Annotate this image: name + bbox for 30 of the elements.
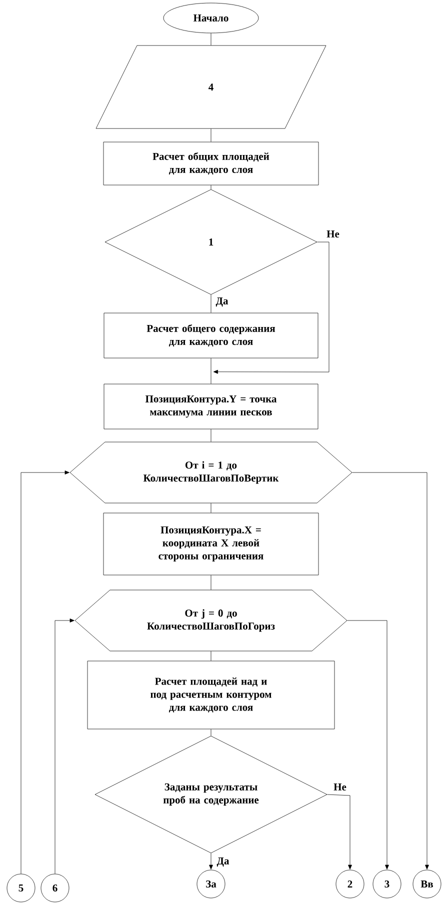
arrow <box>20 470 70 874</box>
connector-line <box>210 651 212 661</box>
arrow <box>352 472 429 870</box>
edge-label: Да <box>216 856 230 868</box>
connector-line <box>210 429 212 442</box>
process-box: Расчет площадей над и под расчетным контуром для каждого слоя <box>87 660 335 730</box>
process-box: ПозицияКонтура.Y = точка максимума линии песков <box>104 384 318 430</box>
arrow <box>327 794 352 870</box>
edge-label: Не <box>332 782 348 792</box>
loop-hexagon: От j = 0 до КоличествоШаговПоГориз <box>74 590 348 652</box>
arrow <box>213 242 330 374</box>
connector-line <box>210 575 212 590</box>
arrow <box>209 853 213 870</box>
connector-line <box>210 185 212 190</box>
input-parallelogram: 4 <box>96 45 326 129</box>
connector-line <box>210 503 212 513</box>
connector-line <box>210 358 212 384</box>
connector-line <box>210 33 212 46</box>
connector-line <box>210 294 212 313</box>
process-box: ПозицияКонтура.X = координата X левой стороны ограничения <box>103 512 319 576</box>
connector-line <box>210 128 212 142</box>
edge-label: Да <box>214 296 230 308</box>
arrow <box>54 618 74 874</box>
edge-label: Не <box>326 230 340 238</box>
terminal-oval: Начало <box>163 2 259 34</box>
arrow <box>347 620 389 870</box>
loop-hexagon: От i = 1 до КоличествоШаговПоВертик <box>70 442 352 504</box>
process-box: Расчет общих площадей для каждого слоя <box>103 142 319 186</box>
connector-line <box>210 729 212 736</box>
process-box: Расчет общего содержания для каждого слоя <box>104 312 318 358</box>
